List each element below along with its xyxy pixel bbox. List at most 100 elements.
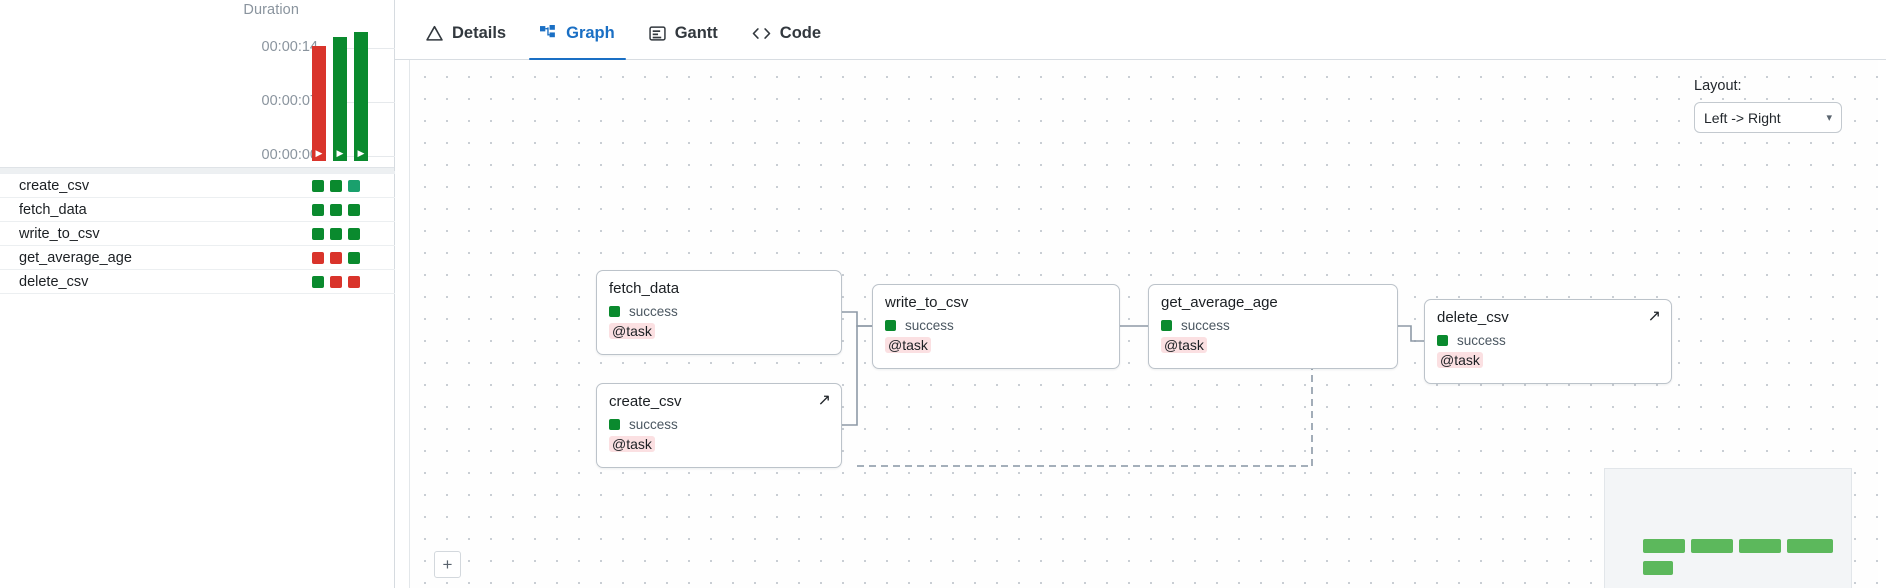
y-axis-tick-2: 00:00:00 [261, 147, 318, 163]
node-status: success [1437, 333, 1659, 348]
tab-details[interactable]: Details [409, 0, 523, 59]
status-square[interactable] [312, 204, 324, 216]
status-square[interactable] [330, 276, 342, 288]
status-square[interactable] [348, 252, 360, 264]
duration-bar-chart: 00:00:14 00:00:07 00:00:00 ▶ ▶ ▶ [0, 26, 395, 174]
status-square[interactable] [330, 180, 342, 192]
expand-arrow-icon[interactable]: ↗ [817, 392, 831, 409]
bar-segment-success [354, 32, 368, 161]
tab-label: Graph [566, 24, 615, 42]
tab-label: Details [452, 24, 507, 42]
status-square[interactable] [312, 252, 324, 264]
status-square-icon [1161, 319, 1172, 331]
status-square[interactable] [312, 228, 324, 240]
panel-divider [0, 167, 394, 173]
node-status-label: success [629, 303, 678, 319]
tab-label: Code [779, 24, 822, 42]
tab-graph[interactable]: Graph [523, 0, 632, 60]
node-status-label: success [629, 416, 678, 432]
task-name-label: delete_csv [19, 273, 89, 290]
node-tag-badge: @task [609, 322, 655, 339]
chevron-down-icon: ▾ [1826, 112, 1832, 124]
task-row[interactable]: delete_csv [0, 270, 395, 294]
bar-play-handle-0[interactable]: ▶ [312, 146, 326, 161]
node-status: success [609, 304, 829, 319]
task-run-marks [312, 174, 360, 198]
node-tag-badge: @task [885, 336, 931, 353]
bar-play-handle-1[interactable]: ▶ [333, 146, 347, 161]
node-title: delete_csv [1437, 309, 1509, 326]
bar-1[interactable] [333, 37, 347, 161]
bar-chart-bars[interactable]: ▶ ▶ ▶ [312, 26, 374, 161]
status-square[interactable] [330, 228, 342, 240]
bar-play-handle-2[interactable]: ▶ [354, 146, 368, 161]
layout-select-value: Left -> Right [1704, 109, 1781, 126]
expand-arrow-icon[interactable]: ↗ [1647, 308, 1661, 325]
tab-gantt[interactable]: Gantt [632, 0, 735, 59]
node-title: create_csv [609, 393, 682, 410]
task-row[interactable]: get_average_age [0, 246, 395, 270]
zoom-in-button[interactable]: + [434, 551, 461, 578]
task-name-label: create_csv [19, 177, 90, 194]
status-square[interactable] [348, 228, 360, 240]
node-status-label: success [1457, 332, 1506, 348]
task-row[interactable]: fetch_data [0, 198, 395, 222]
node-status-label: success [905, 317, 954, 333]
bar-segment-success [333, 37, 347, 161]
y-axis-tick-1: 00:00:07 [261, 93, 318, 109]
task-run-marks [312, 270, 360, 294]
task-name-label: get_average_age [19, 249, 132, 266]
status-square-icon [1437, 334, 1448, 346]
minimap-node [1787, 539, 1833, 553]
status-square[interactable] [330, 252, 342, 264]
node-status-label: success [1181, 317, 1230, 333]
graph-nodes-icon [540, 25, 557, 42]
minimap-node [1643, 561, 1673, 575]
node-title: fetch_data [609, 280, 680, 297]
status-square[interactable] [348, 180, 360, 192]
tab-label: Gantt [674, 24, 718, 42]
task-row[interactable]: write_to_csv [0, 222, 395, 246]
gantt-chart-icon [649, 25, 666, 42]
status-square[interactable] [330, 204, 342, 216]
task-run-marks [312, 222, 360, 246]
plus-icon: + [442, 554, 453, 574]
graph-minimap[interactable] [1604, 468, 1852, 588]
minimap-node [1643, 539, 1685, 553]
angle-brackets-icon [752, 25, 771, 42]
bar-2[interactable] [354, 32, 368, 161]
minimap-node [1691, 539, 1733, 553]
layout-select[interactable]: Left -> Right ▾ [1694, 102, 1842, 133]
status-square[interactable] [348, 276, 360, 288]
status-square[interactable] [348, 204, 360, 216]
node-status: success [609, 417, 829, 432]
warning-triangle-icon [426, 25, 443, 42]
duration-header-label: Duration [243, 2, 299, 18]
task-row[interactable]: create_csv [0, 174, 395, 198]
layout-label: Layout: [1694, 78, 1742, 94]
bar-0[interactable] [312, 46, 326, 161]
status-square-icon [609, 305, 620, 317]
tab-code[interactable]: Code [735, 0, 838, 59]
task-run-marks [312, 198, 360, 222]
layout-control: Layout: Left -> Right ▾ [1694, 78, 1842, 133]
node-status: success [1161, 318, 1385, 333]
node-status: success [885, 318, 1107, 333]
node-tag-badge: @task [609, 435, 655, 452]
status-square[interactable] [312, 180, 324, 192]
status-square[interactable] [312, 276, 324, 288]
status-square-icon [885, 319, 896, 331]
tab-bar: Details Graph Gantt Code [395, 0, 1886, 60]
duration-panel: Duration 00:00:14 00:00:07 00:00:00 ▶ ▶ ▶ cr… [0, 0, 395, 588]
task-run-marks [312, 246, 360, 270]
task-name-label: write_to_csv [19, 225, 100, 242]
node-title: write_to_csv [885, 294, 969, 311]
y-axis-tick-0: 00:00:14 [261, 39, 318, 55]
